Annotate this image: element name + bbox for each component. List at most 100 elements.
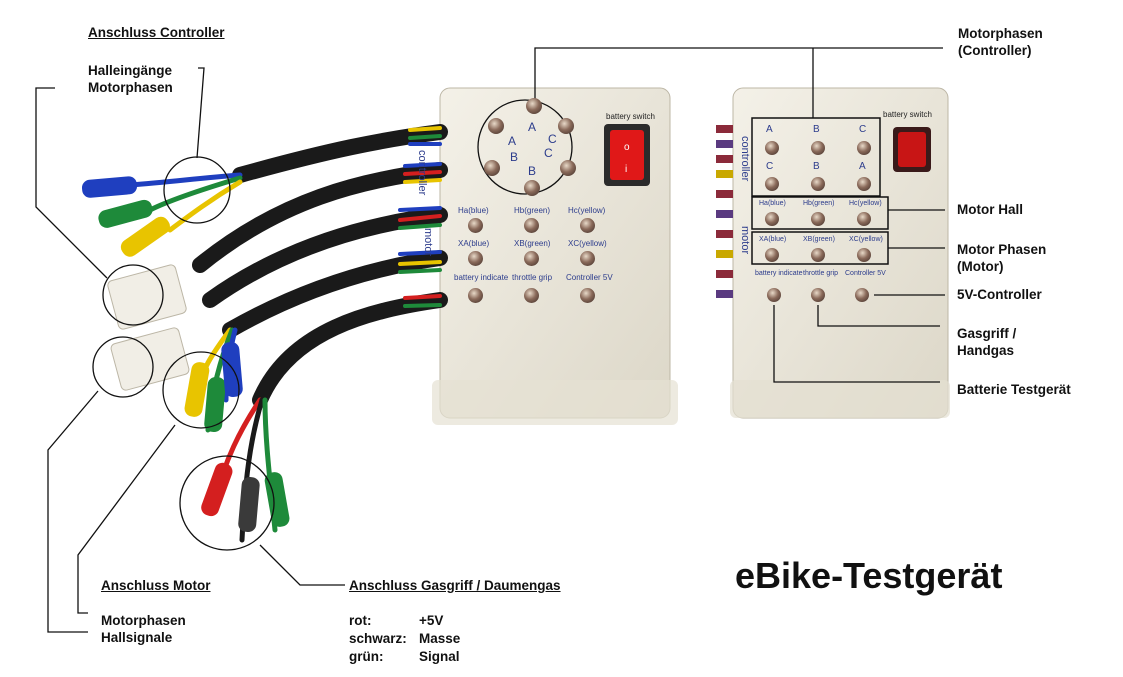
r-xa-socket[interactable]	[765, 248, 779, 262]
hc-label: Hc(yellow)	[568, 206, 606, 215]
rphase-a-top: A	[766, 124, 773, 135]
r-xb-socket[interactable]	[811, 248, 825, 262]
r-hc-label: Hc(yellow)	[849, 200, 882, 207]
left-device-panel: A A C C B B battery switch controller mo…	[416, 88, 670, 418]
phase-socket-top[interactable]	[526, 98, 542, 114]
right-tester-device	[716, 87, 950, 419]
rsocket-2[interactable]	[811, 141, 825, 155]
rphase-c-mid: C	[766, 161, 774, 172]
right-device-panel: battery switch controller motor A B C C …	[733, 88, 948, 418]
label-handgas: Handgas	[957, 343, 1015, 358]
r-hc-socket[interactable]	[857, 212, 871, 226]
legend-key-green: grün:	[349, 649, 384, 664]
legend-row-red: rot: +5V	[349, 612, 460, 630]
throttle-grip-label: throttle grip	[512, 273, 553, 282]
r-battery-indicate-label: battery indicate	[755, 270, 803, 277]
white-connectors	[107, 264, 190, 391]
phase-label-b: B	[510, 150, 519, 164]
phase-socket-ur[interactable]	[558, 118, 574, 134]
r-ha-socket[interactable]	[765, 212, 779, 226]
legend-row-black: schwarz: Masse	[349, 630, 460, 648]
phase-socket-bottom[interactable]	[524, 180, 540, 196]
label-motorphasen-controller: Motorphasen	[958, 26, 1043, 41]
rsocket-4[interactable]	[765, 177, 779, 191]
label-anschluss-gasgriff: Anschluss Gasgriff / Daumengas	[349, 578, 561, 593]
hc-socket[interactable]	[580, 218, 595, 233]
r-hb-socket[interactable]	[811, 212, 825, 226]
crocodile-clips	[81, 176, 290, 533]
label-motorphasen-controller-sub: (Controller)	[958, 43, 1032, 58]
ha-socket[interactable]	[468, 218, 483, 233]
label-5v-controller: 5V-Controller	[957, 287, 1042, 302]
phase-label-a: A	[528, 120, 537, 134]
controller-side-label-right: controller	[739, 136, 751, 182]
r-hb-label: Hb(green)	[803, 200, 835, 207]
battery-switch-right[interactable]	[893, 127, 931, 172]
legend-value-black: Masse	[419, 631, 461, 646]
rphase-b-mid: B	[813, 161, 820, 172]
phase-socket-lr[interactable]	[560, 160, 576, 176]
r-throttle-grip-label: throttle grip	[803, 270, 839, 277]
svg-text:o: o	[624, 142, 630, 153]
r-xb-label: XB(green)	[803, 236, 835, 243]
wiring-legend: rot: +5V schwarz: Masse grün: Signal	[349, 612, 460, 666]
phase-label-a2: A	[508, 134, 517, 148]
svg-text:i: i	[625, 164, 627, 175]
r-xa-label: XA(blue)	[759, 236, 787, 243]
right-device-cable-pins	[716, 125, 733, 298]
controller-5v-label: Controller 5V	[566, 273, 613, 282]
hb-socket[interactable]	[524, 218, 539, 233]
rphase-b-top: B	[813, 124, 820, 135]
label-batterie-testgeraet: Batterie Testgerät	[957, 382, 1071, 397]
battery-switch-label: battery switch	[606, 112, 655, 121]
r-ha-label: Ha(blue)	[759, 200, 786, 207]
battery-switch[interactable]: o i	[604, 124, 650, 186]
battery-indicate-socket[interactable]	[468, 288, 483, 303]
label-hallsignale: Hallsignale	[101, 630, 173, 645]
label-motor-hall: Motor Hall	[957, 202, 1023, 217]
legend-row-green: grün: Signal	[349, 648, 460, 666]
motor-side-label: motor	[422, 228, 434, 257]
rsocket-1[interactable]	[765, 141, 779, 155]
r-throttle-grip-socket[interactable]	[811, 288, 825, 302]
r-battery-indicate-socket[interactable]	[767, 288, 781, 302]
rsocket-5[interactable]	[811, 177, 825, 191]
label-motor-phasen-sub: (Motor)	[957, 259, 1004, 274]
r-controller-5v-label: Controller 5V	[845, 270, 886, 277]
rphase-a-mid: A	[859, 161, 866, 172]
legend-key-red: rot:	[349, 613, 372, 628]
xb-label: XB(green)	[514, 239, 551, 248]
ha-label: Ha(blue)	[458, 206, 489, 215]
label-anschluss-controller: Anschluss Controller	[88, 25, 225, 40]
r-xc-socket[interactable]	[857, 248, 871, 262]
throttle-grip-socket[interactable]	[524, 288, 539, 303]
label-halleingaenge: Halleingänge	[88, 63, 173, 78]
xb-socket[interactable]	[524, 251, 539, 266]
label-anschluss-motor: Anschluss Motor	[101, 578, 211, 593]
phase-label-c2: C	[548, 132, 557, 146]
controller-side-label: controller	[416, 150, 428, 196]
phase-label-c: C	[544, 146, 553, 160]
xc-label: XC(yellow)	[568, 239, 607, 248]
legend-key-black: schwarz:	[349, 631, 407, 646]
label-gasgriff: Gasgriff /	[957, 326, 1017, 341]
r-controller-5v-socket[interactable]	[855, 288, 869, 302]
hb-label: Hb(green)	[514, 206, 551, 215]
rsocket-3[interactable]	[857, 141, 871, 155]
r-xc-label: XC(yellow)	[849, 236, 883, 243]
xc-socket[interactable]	[580, 251, 595, 266]
label-motor-phasen: Motor Phasen	[957, 242, 1047, 257]
battery-switch-label-right: battery switch	[883, 110, 932, 119]
phase-socket-ul[interactable]	[488, 118, 504, 134]
controller-5v-socket[interactable]	[580, 288, 595, 303]
motor-side-label-right: motor	[739, 226, 751, 255]
leader-lines	[35, 47, 945, 633]
label-motorphasen: Motorphasen	[101, 613, 186, 628]
phase-socket-ll[interactable]	[484, 160, 500, 176]
legend-value-red: +5V	[419, 613, 444, 628]
phase-label-b2: B	[528, 164, 537, 178]
rphase-c-top: C	[859, 124, 867, 135]
rsocket-6[interactable]	[857, 177, 871, 191]
xa-socket[interactable]	[468, 251, 483, 266]
